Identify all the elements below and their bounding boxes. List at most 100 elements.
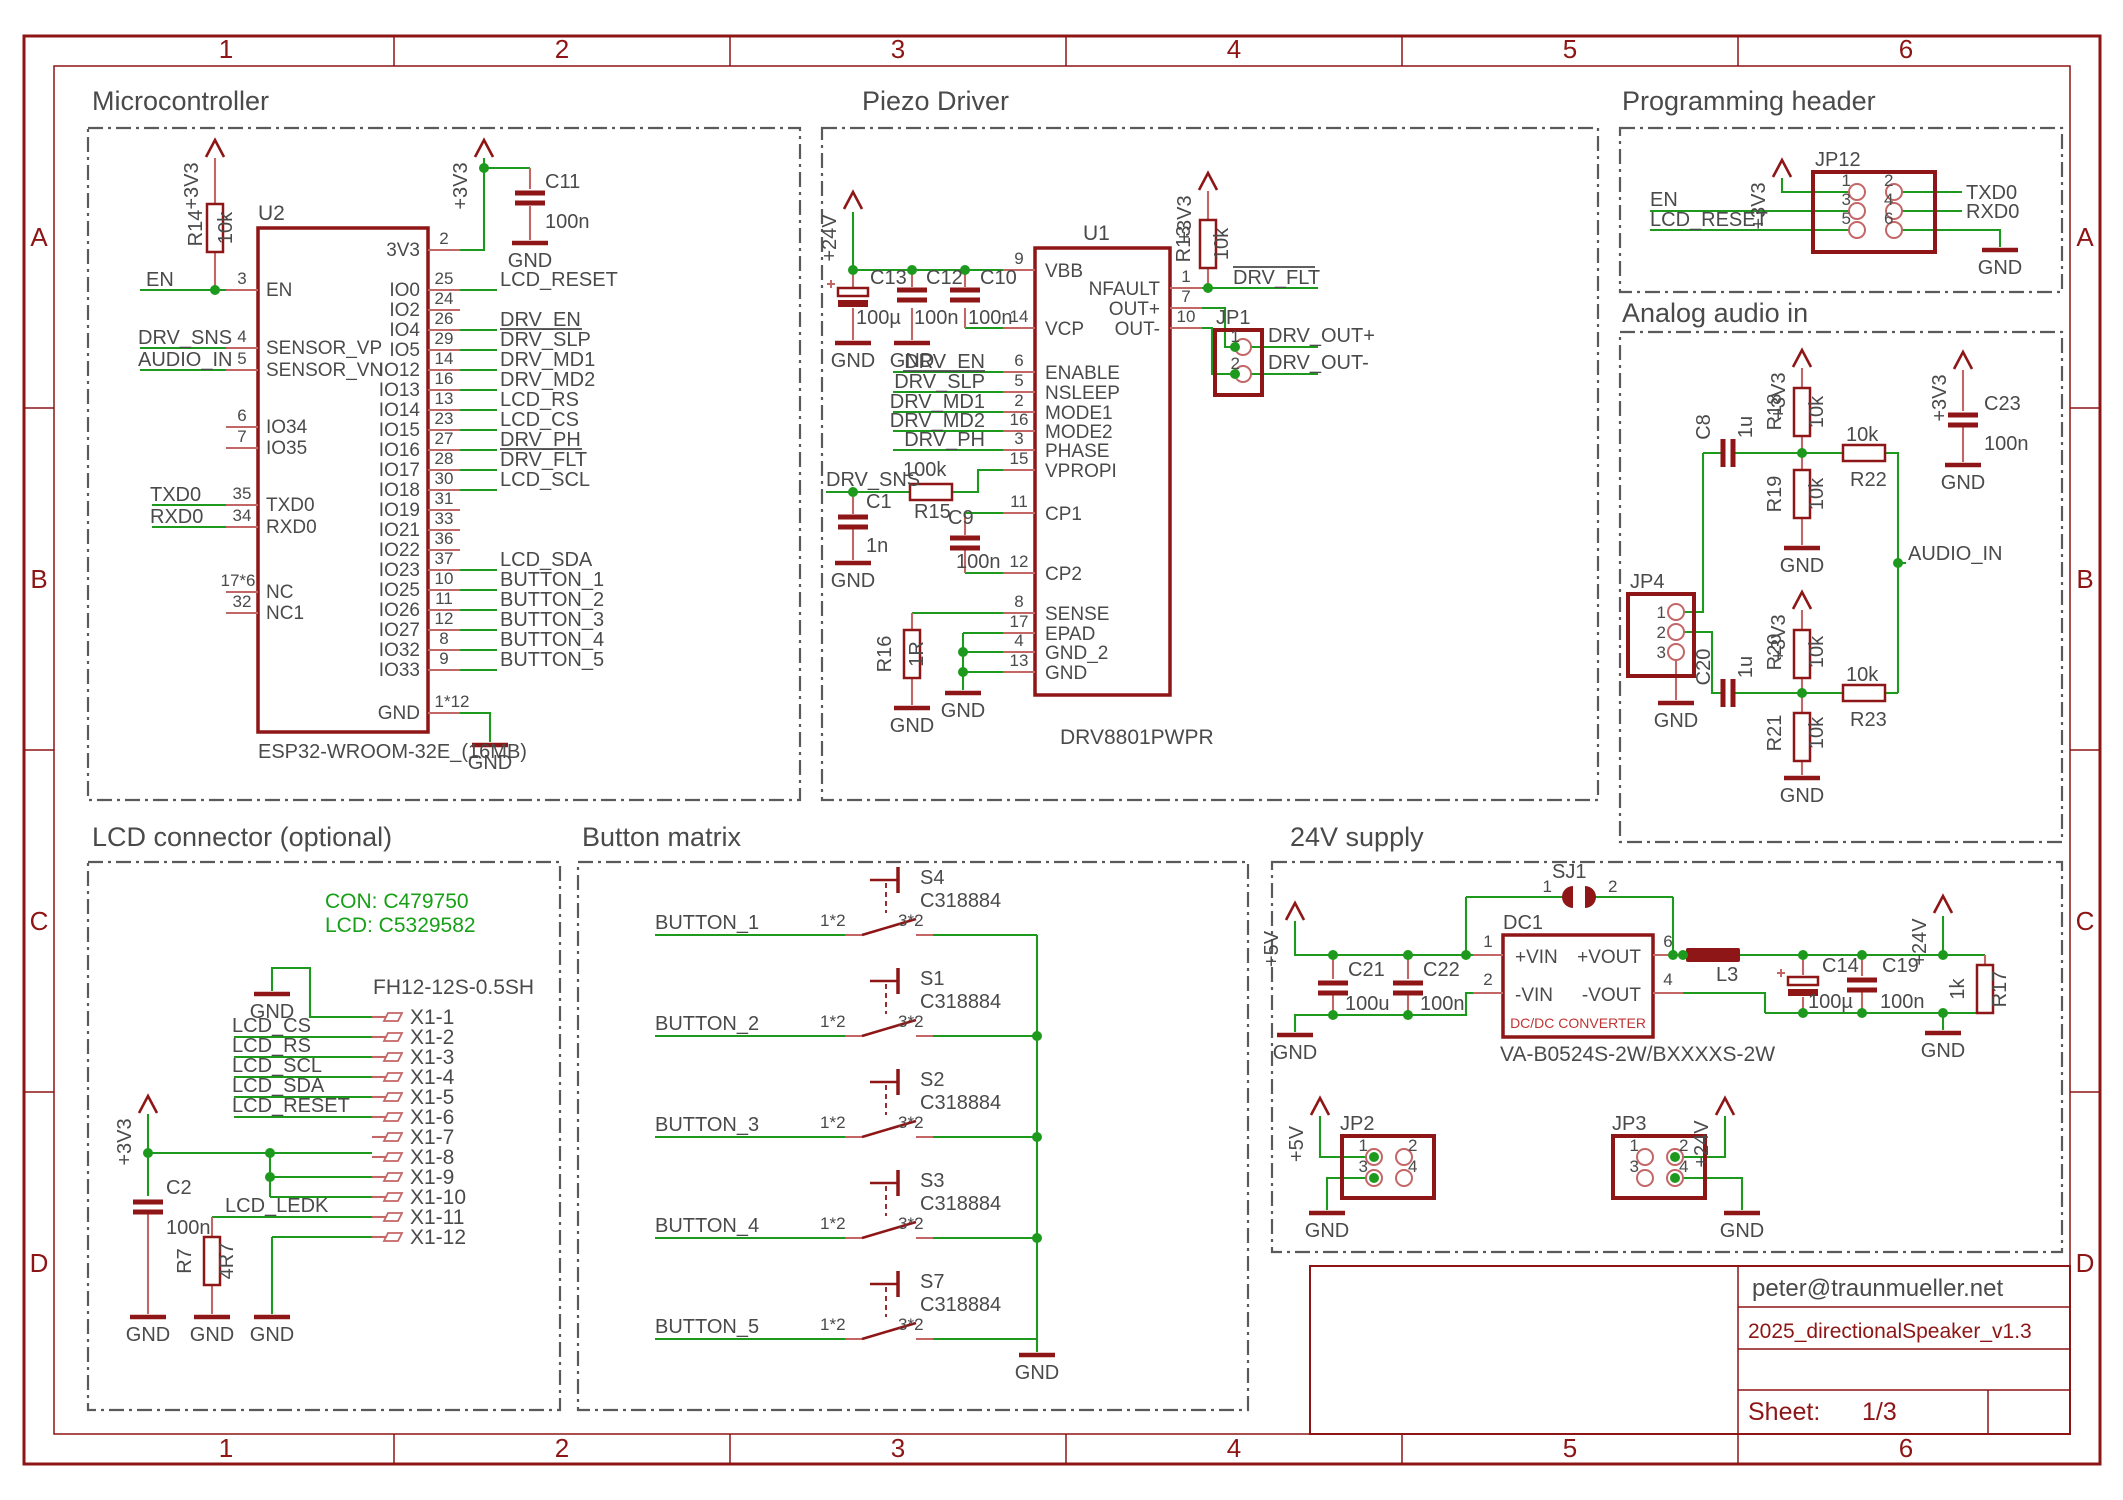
schematic-text: ESP32-WROOM-32E_(16MB) [258,741,527,763]
connector-pad[interactable] [372,1152,404,1162]
junction-dot [1670,1173,1680,1183]
connector-pad[interactable] [372,1172,404,1182]
schematic-text: 2 [439,229,448,248]
solder-jumper-SJ1[interactable] [1562,886,1596,908]
switch-S2[interactable] [861,1069,917,1139]
wire[interactable] [270,966,372,1019]
wire[interactable] [460,166,530,252]
pin-header-JP1[interactable] [1213,328,1264,397]
schematic-text: LCD_RS [232,1035,311,1057]
schematic-text: 1 [1483,932,1492,951]
connector-pad[interactable] [372,1112,404,1122]
capacitor-C12[interactable] [897,287,927,303]
wire[interactable] [1293,991,1473,1032]
connector-pad[interactable] [372,1032,404,1042]
schematic-text: ENABLE [1045,363,1120,384]
wire[interactable] [1202,326,1318,376]
wire[interactable] [1202,306,1318,349]
connector-pad[interactable] [372,1092,404,1102]
wire[interactable] [952,468,1003,494]
wire[interactable] [1885,451,1900,693]
resistor-R16[interactable] [902,628,922,680]
wire[interactable] [1318,1116,1366,1159]
capacitor-C22[interactable] [1393,980,1423,996]
capacitor-C8[interactable] [1720,439,1736,467]
section-box-button-matrix [576,860,1250,1412]
schematic-text: OUT- [1115,319,1160,340]
capacitor-C9[interactable] [950,535,980,551]
wire[interactable] [1325,1176,1366,1210]
switch-S4[interactable] [861,867,917,937]
schematic-text: BUTTON_1 [655,912,759,934]
connector-pad[interactable] [372,1052,404,1062]
wire[interactable] [1683,1176,1744,1210]
capacitor-C20[interactable] [1720,679,1736,707]
gnd-label: GND [190,1324,234,1346]
schematic-text: R13 [1173,226,1195,263]
wire[interactable] [1684,453,1705,614]
capacitor-C14[interactable] [1777,969,1820,996]
resistor-R23[interactable] [1841,683,1887,703]
pin-header-JP12[interactable] [1811,170,1937,254]
resistor-R7[interactable] [202,1235,222,1287]
junction-dot [210,285,220,295]
connector-pad[interactable] [372,1132,404,1142]
connector-pad[interactable] [372,1012,404,1022]
wire[interactable] [1684,630,1721,695]
switch-S7[interactable] [861,1271,917,1341]
capacitor-C11[interactable] [515,190,545,206]
wire[interactable] [460,711,492,742]
gnd-label: GND [468,752,512,774]
schematic-text: S2 [920,1069,944,1091]
capacitor-C10[interactable] [950,287,980,303]
gnd-symbol: GND [1941,462,1985,494]
power-label: +24V [1909,918,1931,966]
schematic-text: 10k [1806,395,1828,428]
pin-header-JP3[interactable] [1611,1134,1707,1200]
inductor-L3[interactable] [1686,948,1740,962]
capacitor-C13[interactable] [827,280,870,307]
wire[interactable] [1293,921,1473,957]
capacitor-C19[interactable] [1847,977,1877,993]
junction-dot [1403,1010,1413,1020]
resistor-R20[interactable] [1792,628,1812,680]
schematic-text: 3 [237,269,246,288]
pin-header-JP4[interactable] [1626,592,1696,678]
switch-S3[interactable] [861,1170,917,1240]
section-box-24v-supply [1270,860,2064,1254]
capacitor-C2[interactable] [133,1199,163,1215]
resistor-R19[interactable] [1792,468,1812,520]
ic-body-DC1[interactable] [1501,933,1655,1039]
schematic-text: 16 [435,369,454,388]
switch-S1[interactable] [861,968,917,1038]
title-block-project: 2025_directionalSpeaker_v1.3 [1748,1320,2032,1343]
capacitor-C23[interactable] [1948,412,1978,428]
wire[interactable] [1780,178,1849,194]
capacitor-C1[interactable] [838,514,868,530]
resistor-R15[interactable] [908,482,954,502]
connector-pad[interactable] [372,1072,404,1082]
connector-pad[interactable] [372,1212,404,1222]
gnd-label: GND [1780,785,1824,807]
capacitor-C21[interactable] [1318,980,1348,996]
resistor-R14[interactable] [205,202,225,254]
power-label: +3V3 [1748,182,1770,229]
ic-body-U1[interactable] [1033,246,1172,697]
schematic-text: 7 [237,427,246,446]
wire[interactable] [1683,1116,1727,1159]
resistor-R17[interactable] [1975,963,1995,1015]
power-arrow [1284,900,1306,921]
resistor-R22[interactable] [1841,443,1887,463]
schematic-text: 2 [1884,171,1893,190]
wire[interactable] [1683,991,1767,1013]
connector-pad[interactable] [372,1232,404,1242]
connector-pad[interactable] [372,1192,404,1202]
resistor-R21[interactable] [1792,711,1812,763]
resistor-R13[interactable] [1198,218,1218,270]
resistor-R18[interactable] [1792,386,1812,438]
ic-body-U2[interactable] [256,226,430,734]
schematic-text: EPAD [1045,624,1095,645]
schematic-text: R7 [174,1248,196,1274]
